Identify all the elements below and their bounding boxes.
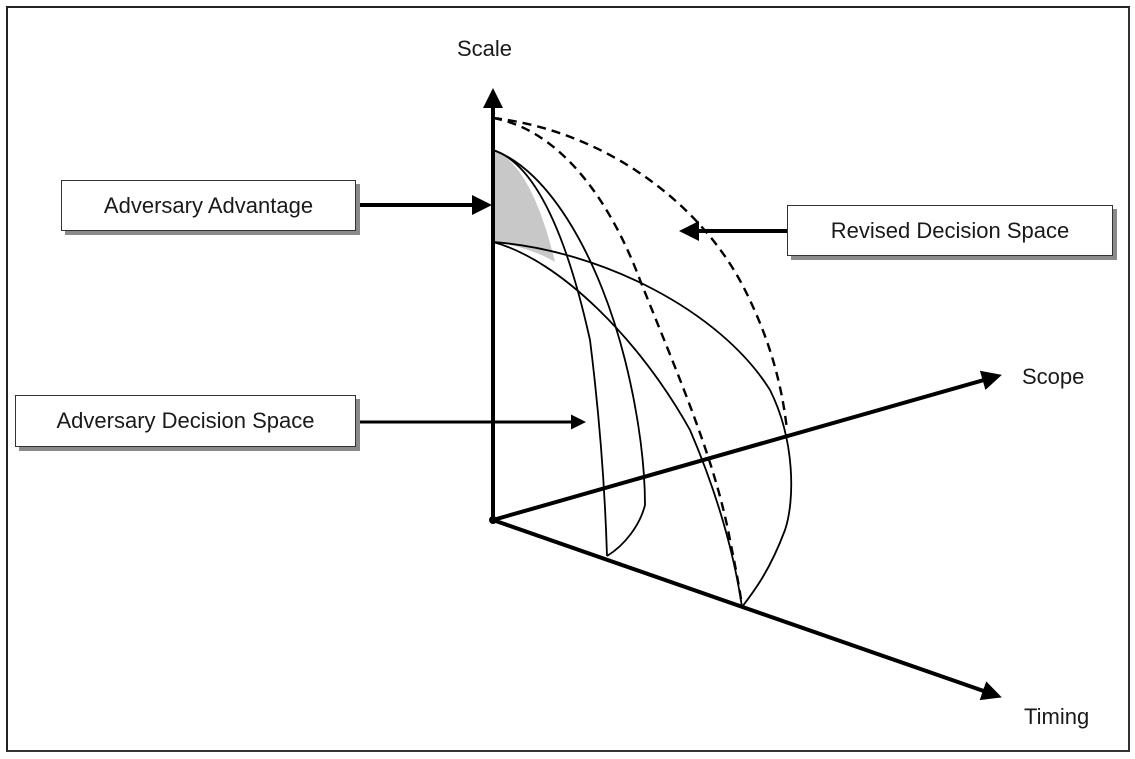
solid-curve-inner-left: [492, 149, 608, 557]
solid-curve-inner-right: [492, 149, 646, 557]
adversary-advantage-callout: Adversary Advantage: [61, 180, 356, 231]
scope-axis-label: Scope: [1022, 364, 1085, 389]
timing-axis: [492, 518, 1002, 701]
adversary-decision-space-callout: Adversary Decision Space: [15, 395, 356, 447]
scale-axis-label: Scale: [457, 36, 513, 61]
solid-curve-lower-left: [492, 241, 743, 608]
solid-curve-lower-right: [492, 241, 793, 608]
adversary-advantage-region: [493, 150, 555, 262]
diagram-frame: [6, 6, 1130, 752]
dashed-curve-inner: [492, 116, 744, 608]
origin-point: [489, 516, 497, 524]
scope-axis: [492, 370, 1002, 522]
timing-axis-label: Timing: [1024, 704, 1090, 729]
revised-decision-space-callout: Revised Decision Space: [787, 205, 1113, 256]
dashed-curve-outer: [492, 116, 789, 431]
